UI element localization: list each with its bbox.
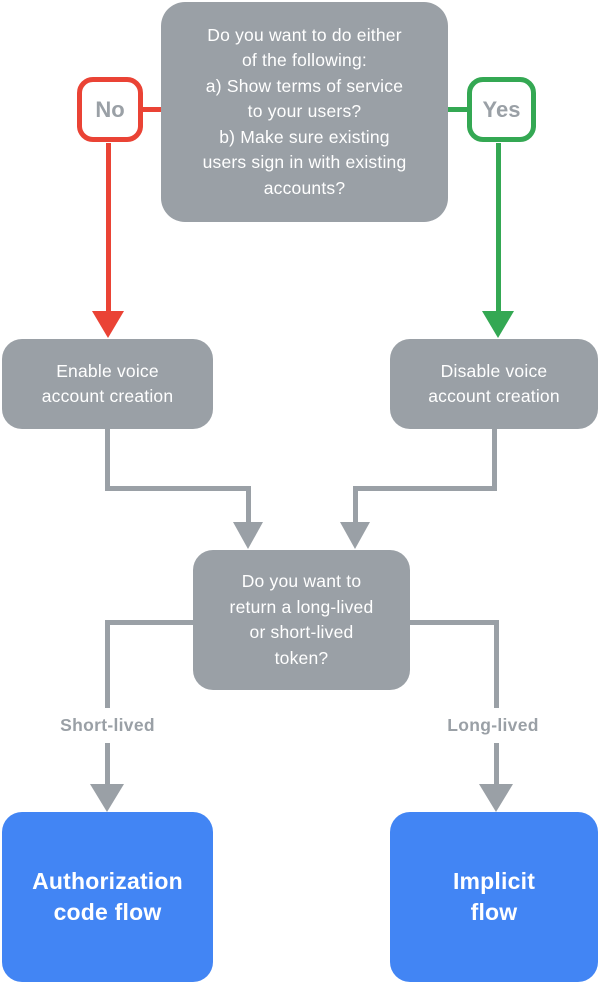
short-lived-edge-label: Short-lived (22, 708, 193, 743)
arrowhead-no-icon (92, 311, 124, 338)
connector-no-horizontal (143, 107, 161, 112)
implicit-flow-node: Implicit flow (390, 812, 598, 982)
no-badge: No (77, 77, 143, 142)
connector-longlived-down (494, 620, 499, 786)
connector-longlived-stub (410, 620, 499, 625)
question-node-token-lifetime: Do you want to return a long-lived or sh… (193, 550, 410, 690)
connector-disable-down (491, 429, 497, 489)
arrowhead-longlived-icon (479, 784, 513, 812)
enable-voice-account-creation-node: Enable voice account creation (2, 339, 213, 429)
connector-yes-vertical (496, 143, 501, 313)
arrowhead-enable-icon (233, 522, 263, 549)
connector-shortlived-stub (107, 620, 193, 625)
connector-enable-across (105, 486, 250, 491)
long-lived-edge-label: Long-lived (409, 708, 577, 743)
connector-disable-across (352, 486, 497, 491)
yes-badge: Yes (467, 77, 536, 142)
question-node-terms-of-service: Do you want to do either of the followin… (161, 2, 448, 222)
connector-enable-down (105, 429, 110, 489)
arrowhead-shortlived-icon (90, 784, 124, 812)
arrowhead-disable-icon (340, 522, 370, 549)
connector-disable-into-question2 (352, 486, 358, 524)
connector-no-vertical (105, 143, 111, 313)
connector-enable-into-question2 (245, 486, 251, 524)
connector-yes-horizontal (448, 107, 467, 112)
arrowhead-yes-icon (482, 311, 514, 338)
connector-shortlived-down (105, 620, 110, 786)
disable-voice-account-creation-node: Disable voice account creation (390, 339, 598, 429)
authorization-code-flow-node: Authorization code flow (2, 812, 213, 982)
